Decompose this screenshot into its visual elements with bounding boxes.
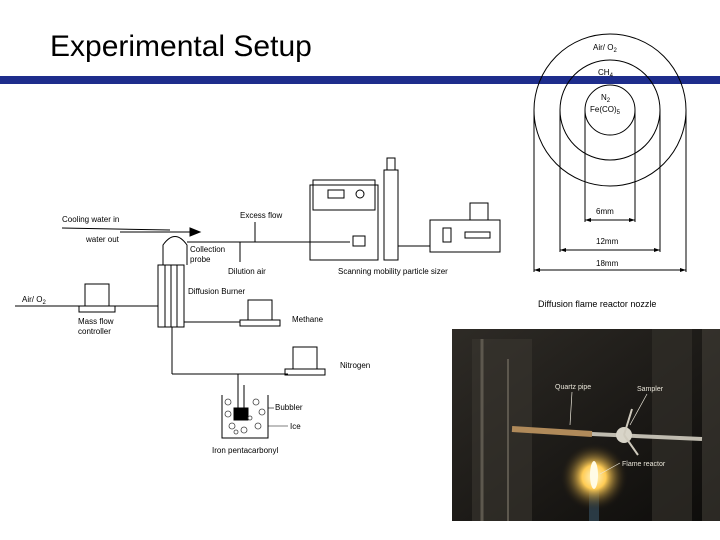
- photo-label-quartz: Quartz pipe: [555, 384, 591, 391]
- smps-column-top: [386, 157, 396, 171]
- mfc-nitrogen: [292, 346, 318, 370]
- quartz-pipe: [511, 426, 593, 437]
- nozzle-label-feco5: Fe(CO)5: [590, 105, 621, 116]
- label-smps: Scanning mobility particle sizer: [338, 267, 448, 276]
- nozzle-dim-12: 12mm: [596, 237, 619, 246]
- slide-title: Experimental Setup: [50, 30, 312, 63]
- nozzle-dim-6: 6mm: [596, 207, 614, 216]
- label-diffusion-burner: Diffusion Burner: [188, 287, 246, 296]
- nozzle-caption: Diffusion flame reactor nozzle: [538, 299, 656, 309]
- label-ice: Ice: [290, 422, 301, 431]
- nozzle-label-n2: N2: [601, 93, 611, 104]
- mfc-air: [84, 283, 110, 307]
- smps-main-box: [309, 184, 379, 261]
- nozzle-diagram: [533, 33, 687, 272]
- nozzle-label-ch4: CH4: [598, 68, 614, 79]
- label-air-o2: Air/ O2: [22, 295, 46, 306]
- label-nitrogen: Nitrogen: [340, 361, 370, 370]
- cpc-display: [464, 231, 491, 239]
- label-iron-pentacarbonyl: Iron pentacarbonyl: [212, 446, 278, 455]
- label-bubbler: Bubbler: [275, 403, 303, 412]
- label-methane: Methane: [292, 315, 324, 324]
- ice-texture: [224, 398, 266, 435]
- smps-knob: [355, 189, 365, 199]
- photo-label-sampler: Sampler: [637, 386, 664, 393]
- cpc-port: [442, 227, 452, 243]
- mfc-methane: [247, 299, 273, 321]
- label-dilution-air: Dilution air: [228, 267, 266, 276]
- cooling-water-in-line: [61, 227, 171, 231]
- label-probe: probe: [190, 255, 211, 264]
- label-excess-flow: Excess flow: [240, 211, 282, 220]
- smps-top-box: [312, 179, 376, 211]
- bubbler-vessel: [221, 395, 269, 439]
- label-mass-flow: Mass flow: [78, 317, 114, 326]
- mfc-methane-base: [239, 319, 281, 327]
- nozzle-label-air: Air/ O2: [593, 43, 617, 54]
- flame: [590, 461, 598, 489]
- cpc-top: [469, 202, 489, 221]
- label-collection: Collection: [190, 245, 225, 254]
- smps-port: [352, 235, 366, 247]
- cooling-arrow: [189, 227, 202, 237]
- cpc-box: [429, 219, 501, 253]
- collection-probe: [162, 236, 188, 265]
- smps-column: [383, 169, 399, 261]
- bubbler-liquid: [233, 407, 249, 421]
- flame-reactor-photo: Quartz pipe Sampler Flame reactor: [452, 329, 720, 521]
- mfc-air-base: [78, 305, 116, 313]
- smps-display: [327, 189, 345, 199]
- sampler-bar: [591, 432, 703, 441]
- label-controller: controller: [78, 327, 111, 336]
- nozzle-dim-18: 18mm: [596, 259, 619, 268]
- label-cooling-water-in: Cooling water in: [62, 215, 119, 224]
- label-water-out: water out: [85, 235, 120, 244]
- title-rule: [0, 76, 720, 84]
- photo-label-flame: Flame reactor: [622, 461, 666, 468]
- mfc-nitrogen-base: [284, 368, 326, 376]
